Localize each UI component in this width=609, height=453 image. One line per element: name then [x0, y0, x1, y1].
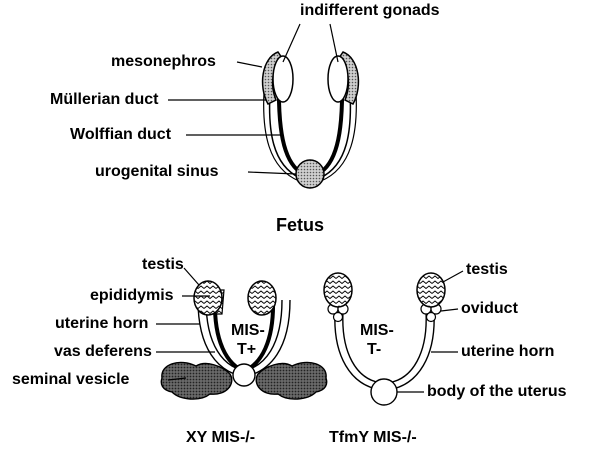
- label-tfm-t: T-: [367, 341, 381, 359]
- label-tfm-uterine-horn: uterine horn: [461, 343, 554, 361]
- label-xy-vas-deferens: vas deferens: [54, 343, 152, 361]
- tfm-testis-left: [324, 273, 352, 307]
- tfm-testis-right: [417, 273, 445, 307]
- tfm-uterus-body: [371, 379, 397, 405]
- label-tfm-oviduct: oviduct: [461, 300, 518, 318]
- gonad-left: [273, 56, 293, 102]
- mullerian-duct-right: [320, 92, 350, 178]
- label-xy-seminal-vesicle: seminal vesicle: [12, 371, 129, 389]
- label-xy-uterine-horn: uterine horn: [55, 315, 148, 333]
- urogenital-sinus-shape: [296, 160, 324, 188]
- label-indifferent-gonads: indifferent gonads: [300, 2, 440, 20]
- label-tfm-mis: MIS-: [360, 322, 394, 340]
- xy-seminal-vesicle-right: [256, 362, 326, 399]
- label-xy-mis: MIS-: [231, 322, 265, 340]
- label-xy-epididymis: epididymis: [90, 287, 174, 305]
- label-xy-testis: testis: [142, 256, 184, 274]
- xy-testis-right: [248, 281, 276, 315]
- title-fetus: Fetus: [276, 216, 324, 234]
- xy-testis-left: [194, 281, 222, 315]
- label-wolffian-duct: Wolffian duct: [70, 126, 171, 144]
- xy-seminal-vesicle-left: [161, 362, 231, 399]
- label-xy-t: T+: [237, 341, 256, 359]
- label-tfm-body-of-uterus: body of the uterus: [427, 383, 567, 401]
- caption-tfm: TfmY MIS-/-: [329, 429, 417, 447]
- label-urogenital-sinus: urogenital sinus: [95, 163, 219, 181]
- gonad-right: [328, 56, 348, 102]
- label-mullerian-duct: Müllerian duct: [50, 91, 158, 109]
- label-tfm-testis: testis: [466, 261, 508, 279]
- tfm-uterine-horn-right: [387, 312, 434, 390]
- caption-xy: XY MIS-/-: [186, 429, 255, 447]
- label-mesonephros: mesonephros: [111, 53, 216, 71]
